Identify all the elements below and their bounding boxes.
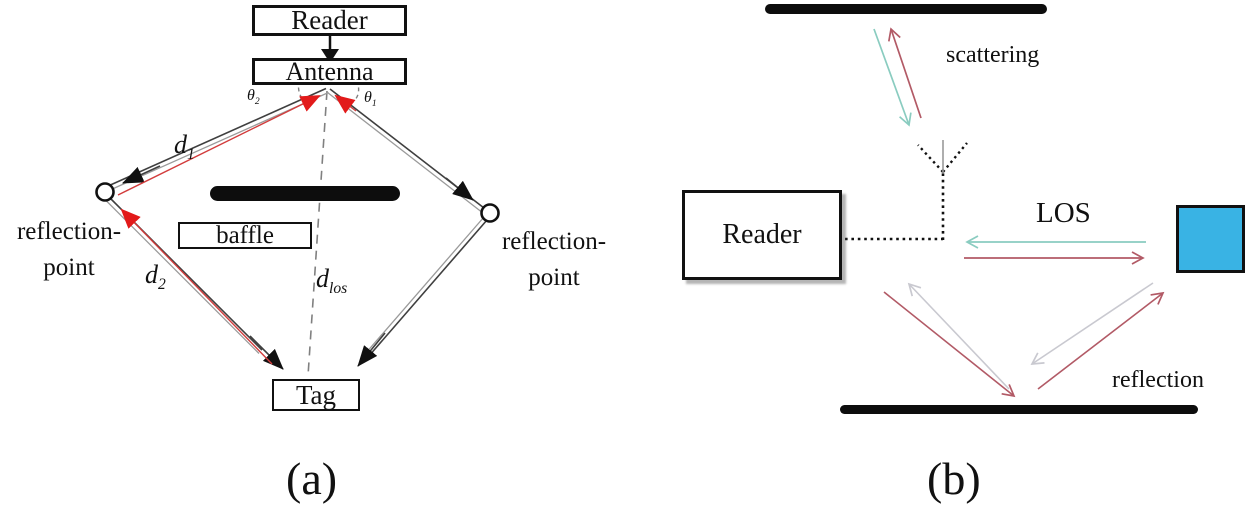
- reflection-return-left-arrow: [907, 282, 1010, 390]
- red-return-right-to-antenna: [334, 94, 357, 114]
- reflection-point-marker-left: [95, 182, 115, 202]
- reader-box-b: Reader: [682, 190, 842, 280]
- d1-sub: 1: [187, 146, 195, 164]
- reflection-incident-right-arrow: [1030, 282, 1154, 365]
- red-return-tag-to-left-reflection: [120, 208, 273, 365]
- caption-b: (b): [927, 453, 981, 504]
- dlos-sub: los: [329, 280, 348, 298]
- arrow-to-right-reflection: [445, 177, 474, 201]
- ceiling-bar: [765, 4, 1047, 14]
- antenna-right-arm-icon: [942, 142, 968, 173]
- antenna-label: Antenna: [285, 56, 374, 86]
- reflection-return-right-arrow: [1037, 291, 1165, 390]
- reflection-point-marker-right: [480, 203, 500, 223]
- d2-label: d2: [145, 260, 166, 294]
- theta2-base: θ: [247, 87, 255, 104]
- reflection-label: reflection: [1112, 367, 1204, 393]
- reflection-point-label-left: reflection- point: [0, 214, 138, 287]
- dlos-label: dlos: [316, 264, 348, 298]
- red-return-left-to-antenna: [117, 95, 321, 196]
- scattering-label: scattering: [946, 42, 1040, 68]
- reader-label-a: Reader: [291, 5, 368, 35]
- baffle-bar: [210, 186, 400, 201]
- theta1-label: θ1: [364, 89, 377, 110]
- d1-label: d1: [174, 130, 195, 164]
- reflection-point-left-line2: point: [43, 254, 95, 282]
- los-label: LOS: [1036, 197, 1091, 229]
- scattering-down-arrow: [873, 28, 912, 127]
- dlos-base: d: [316, 264, 329, 293]
- baffle-label: baffle: [216, 221, 274, 249]
- theta1-base: θ: [364, 89, 372, 106]
- theta1-sub: 1: [371, 98, 377, 110]
- antenna-box: Antenna: [252, 56, 407, 86]
- arrow-to-tag-right: [357, 332, 386, 367]
- floor-bar: [840, 405, 1198, 414]
- theta2-sub: 2: [254, 96, 260, 108]
- d1-base: d: [174, 130, 187, 159]
- reflection-point-left-line1: reflection-: [16, 218, 122, 245]
- reflection-point-right-line2: point: [528, 264, 580, 292]
- baffle-box: baffle: [178, 222, 312, 249]
- theta2-label: θ2: [247, 87, 260, 108]
- right-reflection-to-tag-line: [367, 219, 488, 358]
- right-reflection-to-tag-line-2: [364, 216, 485, 355]
- d2-sub: 2: [158, 276, 166, 294]
- arrow-to-left-reflection: [122, 165, 161, 184]
- scattering-up-arrow: [887, 27, 922, 119]
- reflection-point-right-line1: reflection-: [501, 228, 607, 255]
- tag-label-a: Tag: [295, 379, 337, 410]
- caption-a: (a): [286, 453, 338, 504]
- reflection-incident-left-arrow: [883, 291, 1016, 398]
- antenna-to-left-reflection-line: [106, 87, 327, 188]
- reader-label-b: Reader: [722, 219, 802, 250]
- reader-box-a: Reader: [252, 5, 407, 36]
- tag-square: [1176, 205, 1245, 273]
- antenna-left-arm-icon: [917, 144, 944, 173]
- d2-base: d: [145, 260, 158, 289]
- reflection-point-label-right: reflection- point: [486, 224, 622, 297]
- tag-box-a: Tag: [272, 379, 360, 411]
- reader-to-antenna-arrowhead-icon: [321, 49, 339, 63]
- arrow-to-tag-left: [249, 335, 284, 370]
